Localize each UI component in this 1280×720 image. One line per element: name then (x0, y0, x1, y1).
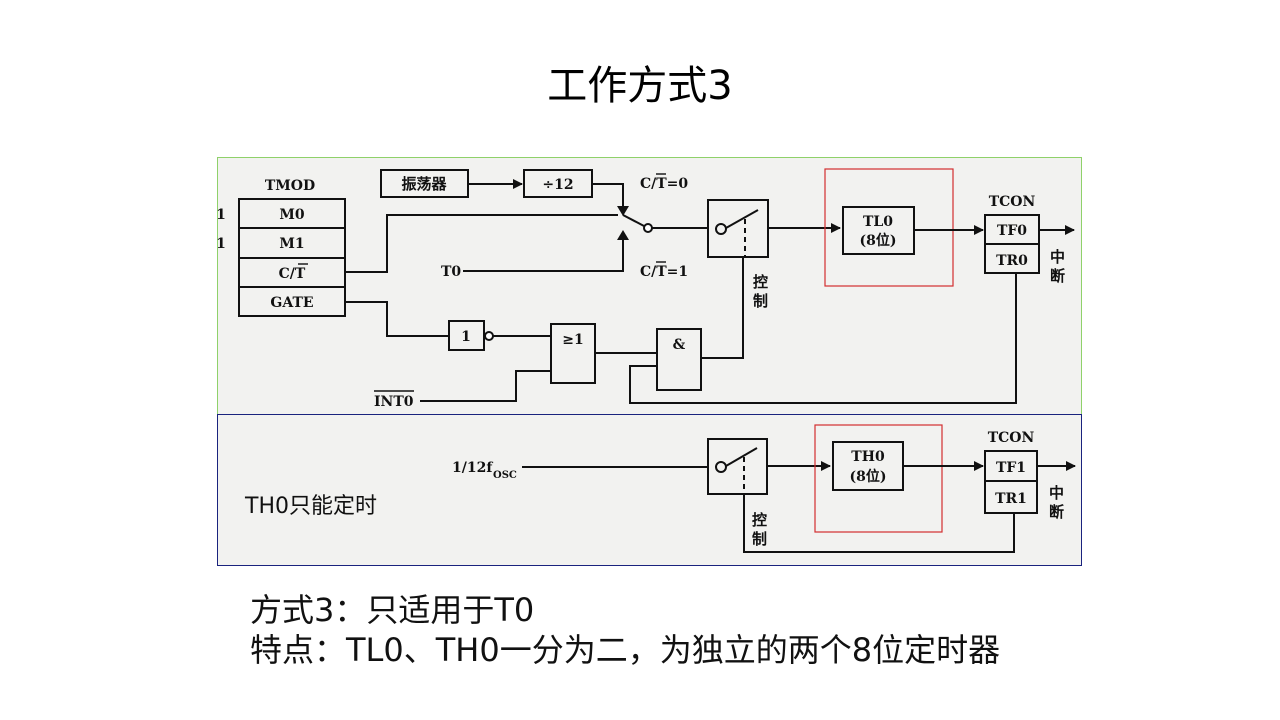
slide-body: 方式3：只适用于T0 特点：TL0、TH0一分为二，为独立的两个8位定时器 (250, 590, 1000, 670)
th0-name: TH0 (851, 449, 885, 465)
not-bubble-icon (484, 331, 494, 341)
and-to-switch-wire (701, 257, 744, 359)
tcon-register-top (984, 214, 1040, 274)
t0-input-wire (463, 236, 624, 272)
tcon-field-tf1: TF1 (996, 460, 1026, 476)
ct1-label: C/T=1 (640, 264, 688, 280)
tcon-field-tr1: TR1 (995, 491, 1027, 507)
interrupt-label-2: 断 (1050, 267, 1065, 285)
slide-title: 工作方式3 (547, 63, 733, 109)
fosc-subscript: OSC (493, 470, 517, 481)
tl0-bits: (8位) (860, 232, 897, 249)
tcon-field-tf0: TF0 (997, 223, 1027, 239)
fosc-input-label: 1/12f (452, 460, 493, 476)
oscillator-label: 振荡器 (401, 175, 447, 193)
switch-blade-icon-bottom (725, 447, 758, 467)
tcon-field-tr0: TR0 (996, 253, 1028, 269)
switch-contact-icon-bottom (715, 461, 727, 473)
tl0-name: TL0 (863, 214, 893, 230)
tl0-highlight-box (824, 168, 954, 287)
and-gate-label: & (673, 337, 686, 353)
ct-switch-lever (622, 214, 645, 227)
interrupt-label-1: 中 (1050, 248, 1065, 266)
m0-value: 1 (216, 207, 226, 223)
ct-control-wire (345, 214, 618, 273)
not-gate-box (448, 320, 485, 351)
control-label-bottom-1: 控 (752, 511, 767, 529)
control-label-1: 控 (753, 273, 768, 291)
tmod-field-m0: M0 (279, 207, 304, 223)
switch-contact-icon (715, 223, 727, 235)
and-gate-box (656, 328, 702, 391)
tmod-field-gate: GATE (270, 295, 313, 311)
control-label-bottom-2: 制 (752, 530, 767, 548)
t0-input-label: T0 (441, 264, 461, 280)
control-label-2: 制 (753, 292, 768, 310)
tcon-register-bottom (984, 450, 1038, 514)
tr1-feedback-wire (743, 494, 1015, 553)
m1-value: 1 (216, 236, 226, 252)
th0-bits: (8位) (850, 468, 887, 485)
gate-wire (345, 301, 449, 337)
ct0-label: C/T=0 (640, 176, 688, 192)
mode3-th0-diagram-panel (217, 414, 1082, 566)
div-arrow-icon (617, 206, 629, 216)
interrupt-label-bottom-1: 中 (1049, 484, 1064, 502)
th0-timer-only-note: TH0只能定时 (245, 494, 377, 519)
switch-blade-icon (725, 209, 759, 229)
ct-switch-pivot (643, 223, 653, 233)
t0-arrow-icon (617, 230, 629, 240)
not-gate-label: 1 (461, 329, 471, 345)
tmod-title: TMOD (265, 178, 315, 194)
div-output-wire (592, 183, 624, 210)
tmod-field-m1: M1 (279, 236, 304, 252)
tr0-feedback-wire (629, 273, 1017, 404)
bullet-mode3-scope: 方式3：只适用于T0 (250, 591, 535, 629)
divider-label: ÷12 (542, 177, 573, 193)
bullet-mode3-feature: 特点：TL0、TH0一分为二，为独立的两个8位定时器 (250, 631, 1001, 669)
tcon-title-bottom: TCON (988, 430, 1035, 446)
th0-highlight-box (814, 424, 943, 533)
int0-input-label: INT0 (374, 394, 414, 410)
tmod-field-ct: C/T (279, 266, 306, 282)
interrupt-label-bottom-2: 断 (1049, 503, 1064, 521)
int0-wire (420, 370, 551, 402)
or-gate-label: ≥1 (562, 332, 583, 348)
tmod-register (238, 198, 346, 317)
tcon-title-top: TCON (989, 194, 1036, 210)
